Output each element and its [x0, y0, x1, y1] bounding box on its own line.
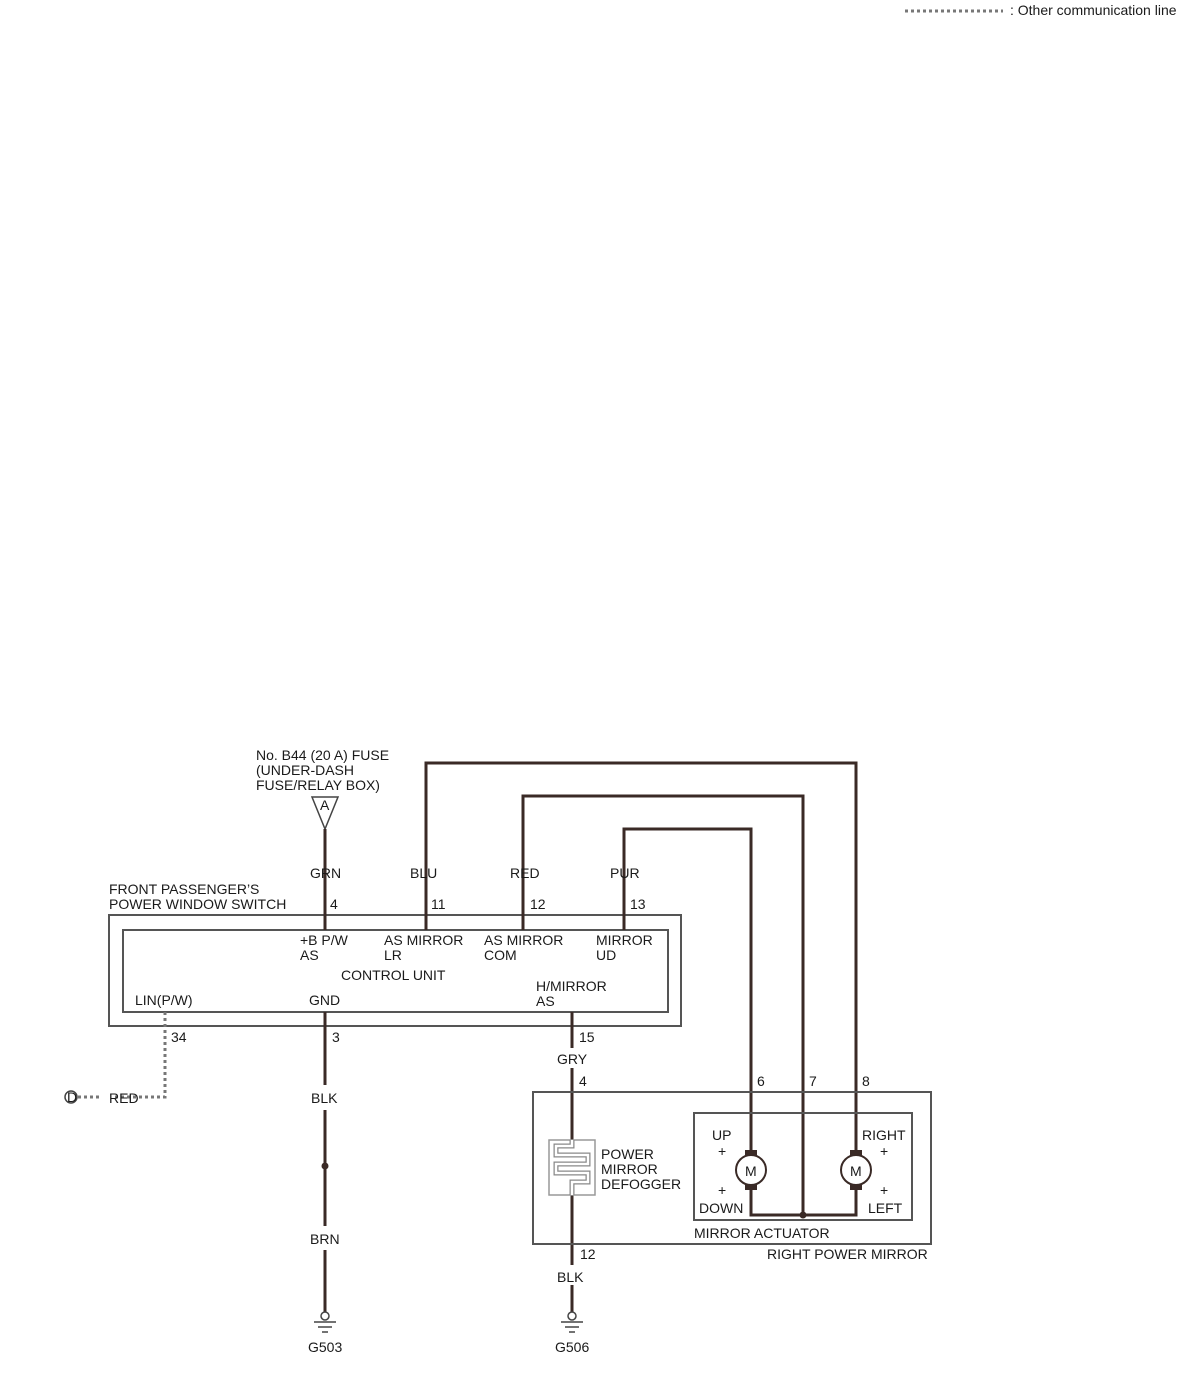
fuse-terminal-triangle [310, 796, 340, 831]
wire-label-blu: BLU [410, 865, 437, 881]
wire-red [521, 794, 805, 1215]
right-plus: + [880, 1143, 888, 1159]
left-plus: + [880, 1182, 888, 1198]
connector-d-label: D [67, 1089, 77, 1105]
fuse-label-1: No. B44 (20 A) FUSE [256, 747, 389, 763]
right-power-mirror-label: RIGHT POWER MIRROR [767, 1246, 928, 1262]
bp-pw-label-1: +B P/W [300, 932, 349, 948]
splice-point-icon [321, 1162, 329, 1170]
pin-4: 4 [330, 896, 338, 912]
left-label: LEFT [868, 1200, 903, 1216]
switch-title-1: FRONT PASSENGER’S [109, 881, 259, 897]
fuse-label-2: (UNDER-DASH [256, 762, 354, 778]
mirror-pin-12: 12 [580, 1246, 596, 1262]
down-label: DOWN [699, 1200, 743, 1216]
defogger-heater-icon [548, 1139, 596, 1196]
pin-13: 13 [630, 896, 646, 912]
ground-g506-icon [561, 1311, 583, 1333]
wire-label-blk-right: BLK [557, 1269, 584, 1285]
wire-blu [424, 761, 858, 1150]
wire-pur [622, 827, 753, 1150]
lin-label: LIN(P/W) [135, 992, 193, 1008]
connector-d-circle [64, 1090, 78, 1104]
ground-g503-icon [314, 1311, 336, 1333]
defogger-label-2: MIRROR [601, 1161, 658, 1177]
control-unit-box [122, 929, 669, 1013]
switch-outer-box [108, 914, 682, 1027]
mirror-ud-label-2: UD [596, 947, 616, 963]
legend-label: : Other communication line [1010, 2, 1177, 18]
mirror-pin-6: 6 [757, 1073, 765, 1089]
switch-title-2: POWER WINDOW SWITCH [109, 896, 286, 912]
h-mirror-label-2: AS [536, 993, 555, 1009]
wire-label-gry: GRY [557, 1051, 588, 1067]
mirror-actuator-box [693, 1112, 913, 1221]
defogger-label-3: DEFOGGER [601, 1176, 681, 1192]
pin-3: 3 [332, 1029, 340, 1045]
as-mirror-lr-label-1: AS MIRROR [384, 932, 463, 948]
motor-up-down-m: M [745, 1163, 757, 1179]
pin-34: 34 [171, 1029, 187, 1045]
control-unit-label: CONTROL UNIT [341, 967, 446, 983]
pin-15: 15 [579, 1029, 595, 1045]
ground-g506-label: G506 [555, 1339, 589, 1355]
wire-label-pur: PUR [610, 865, 640, 881]
as-mirror-lr-label-2: LR [384, 947, 402, 963]
h-mirror-label-1: H/MIRROR [536, 978, 607, 994]
mirror-pin-4: 4 [579, 1073, 587, 1089]
mirror-actuator-label: MIRROR ACTUATOR [694, 1225, 830, 1241]
pin-12: 12 [530, 896, 546, 912]
pin-11: 11 [431, 896, 446, 912]
wire-label-brn: BRN [310, 1231, 340, 1247]
up-plus: + [718, 1143, 726, 1159]
wire-label-grn: GRN [310, 865, 341, 881]
common-splice-icon [799, 1211, 807, 1219]
as-mirror-com-label-1: AS MIRROR [484, 932, 563, 948]
ground-g503-label: G503 [308, 1339, 342, 1355]
motor-left-right-icon: M [840, 1150, 872, 1190]
down-plus: + [718, 1182, 726, 1198]
as-mirror-com-label-2: COM [484, 947, 517, 963]
fuse-label-3: FUSE/RELAY BOX) [256, 777, 380, 793]
bp-pw-label-2: AS [300, 947, 319, 963]
defogger-label-1: POWER [601, 1146, 654, 1162]
wire-label-red: RED [510, 865, 540, 881]
lin-dashed-line [112, 1012, 167, 1099]
gnd-label: GND [309, 992, 340, 1008]
motor-left-right-m: M [850, 1163, 862, 1179]
wire-label-red-lin: RED [109, 1090, 139, 1106]
fuse-terminal-a: A [320, 797, 330, 813]
right-label: RIGHT [862, 1127, 906, 1143]
wire-label-blk-left: BLK [311, 1090, 338, 1106]
up-label: UP [712, 1127, 731, 1143]
mirror-pin-7: 7 [809, 1073, 817, 1089]
mirror-pin-8: 8 [862, 1073, 870, 1089]
motor-up-down-icon: M [735, 1150, 767, 1190]
mirror-ud-label-1: MIRROR [596, 932, 653, 948]
right-power-mirror-box [532, 1091, 932, 1245]
